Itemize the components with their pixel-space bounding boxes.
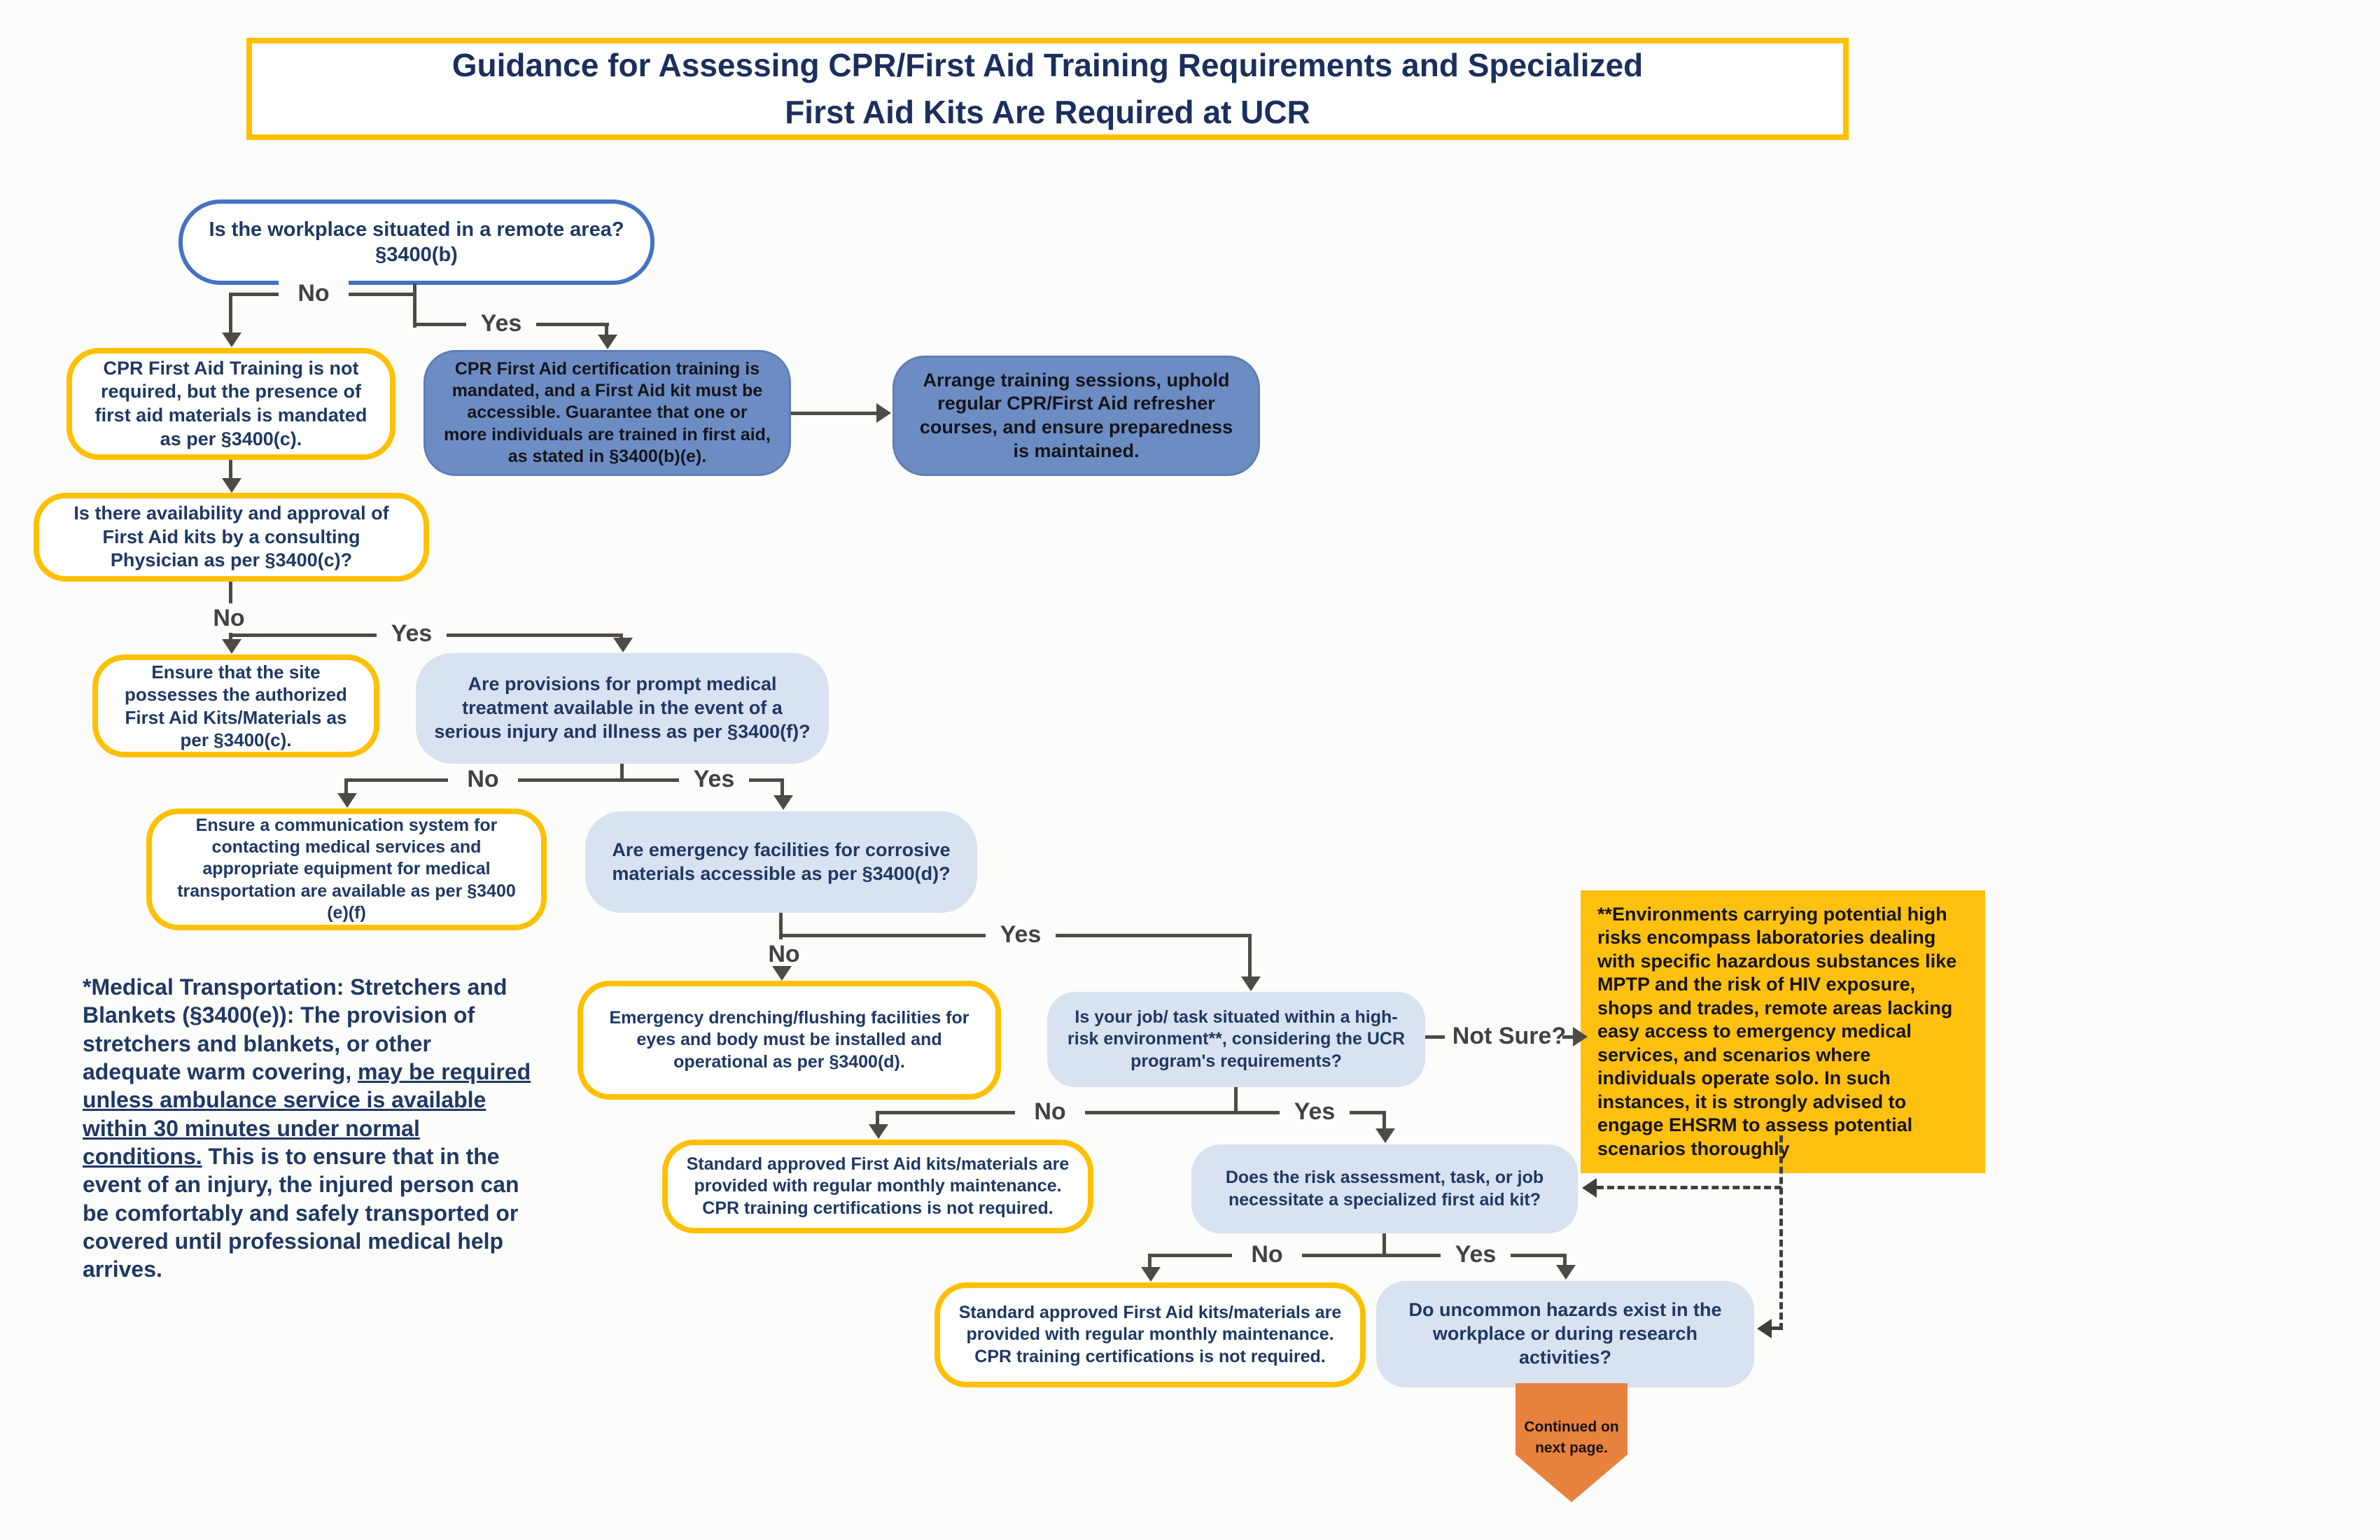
continued-next-page-marker: Continued on next page.	[1516, 1383, 1628, 1502]
connector-dashed-note-h2	[1771, 1326, 1782, 1330]
connector-prompt-yes-v	[780, 778, 784, 796]
connector-prompt-stub	[620, 764, 624, 782]
medical-note-before: *Medical Transportation: Stretchers and …	[83, 974, 507, 1084]
arrowhead-prompt-yes	[774, 795, 793, 810]
arrowhead-specialized-no	[1141, 1267, 1161, 1282]
page-title-line1: Guidance for Assessing CPR/First Aid Tra…	[451, 47, 1644, 84]
medical-transportation-note: *Medical Transportation: Stretchers and …	[83, 973, 534, 1283]
connector-remote-no-v	[229, 293, 232, 332]
edge-label-yes-1: Yes	[466, 309, 536, 338]
node-standard-kits-1: Standard approved First Aid kits/materia…	[662, 1140, 1093, 1233]
edge-label-no-3: No	[448, 764, 518, 794]
connector-specialized-no-v	[1148, 1254, 1152, 1267]
arrowhead-dashed-specialized	[1582, 1178, 1597, 1198]
node-corrosive-facilities: Are emergency facilities for corrosive m…	[585, 811, 977, 913]
connector-remote-stub	[413, 284, 416, 328]
edge-label-yes-5: Yes	[1280, 1097, 1350, 1126]
arrowhead-approval-yes	[613, 638, 633, 652]
connector-highrisk-stub	[1234, 1087, 1238, 1114]
edge-label-yes-3: Yes	[679, 764, 749, 794]
arrowhead-remote-no	[222, 332, 241, 347]
arrowhead-highrisk-no	[869, 1124, 888, 1139]
arrowhead-notsure	[1573, 1027, 1588, 1046]
node-training-mandated: CPR First Aid certification training is …	[424, 350, 791, 476]
node-uncommon-hazards: Do uncommon hazards exist in the workpla…	[1376, 1281, 1754, 1387]
arrowhead-prompt-no	[337, 793, 357, 808]
arrowhead-specialized-yes	[1556, 1265, 1576, 1280]
connector-corrosive-yes-v	[1248, 934, 1252, 976]
page-title: Guidance for Assessing CPR/First Aid Tra…	[246, 38, 1849, 140]
node-arrange-training: Arrange training sessions, uphold regula…	[892, 356, 1260, 476]
node-specialized-kit: Does the risk assessment, task, or job n…	[1191, 1144, 1578, 1233]
arrowhead-approval-no	[222, 639, 241, 654]
node-comm-system: Ensure a communication system for contac…	[146, 808, 547, 930]
connector-notsure-line1	[1425, 1035, 1445, 1039]
edge-label-no-1: No	[279, 279, 349, 308]
arrowhead-remote-yes	[598, 335, 617, 349]
edge-label-yes-4: Yes	[986, 920, 1056, 949]
connector-remote-yes-v	[605, 323, 608, 335]
node-remote-area: Is the workplace situated in a remote ar…	[178, 200, 654, 285]
medical-note-after: This is to ensure that in the event of a…	[83, 1143, 519, 1282]
node-no-training-required: CPR First Aid Training is not required, …	[66, 348, 396, 460]
arrowhead-c-d	[876, 403, 891, 423]
node-standard-kits-2: Standard approved First Aid kits/materia…	[934, 1282, 1366, 1387]
connector-corrosive-stub	[779, 913, 783, 965]
arrowhead-b-e	[222, 478, 241, 493]
connector-approval-yes-v	[620, 634, 623, 639]
arrowhead-highrisk-yes	[1376, 1128, 1395, 1143]
edge-label-not-sure: Not Sure?	[1448, 1019, 1571, 1053]
connector-prompt-no-v	[344, 778, 348, 793]
connector-dashed-note-v	[1779, 1135, 1783, 1330]
connector-c-d	[791, 412, 877, 415]
edge-label-no-4: No	[749, 939, 819, 969]
arrowhead-corrosive-yes	[1241, 976, 1261, 991]
connector-dashed-note-h1	[1597, 1186, 1782, 1189]
edge-label-yes-2: Yes	[377, 619, 447, 648]
edge-label-no-6: No	[1232, 1240, 1302, 1269]
connector-specialized-stub	[1382, 1233, 1386, 1256]
connector-highrisk-yes-v	[1382, 1111, 1386, 1129]
edge-label-no-2: No	[194, 603, 264, 633]
connector-notsure-line2	[1562, 1035, 1574, 1039]
high-risk-environment-note: **Environments carrying potential high r…	[1581, 890, 1985, 1174]
connector-highrisk-no-v	[876, 1111, 879, 1124]
arrowhead-corrosive-no	[772, 966, 792, 981]
node-prompt-medical: Are provisions for prompt medical treatm…	[416, 653, 829, 764]
node-kit-approval: Is there availability and approval of Fi…	[34, 493, 429, 582]
node-site-kits: Ensure that the site possesses the autho…	[92, 654, 379, 757]
arrowhead-dashed-uncommon	[1757, 1319, 1772, 1338]
medical-note-underlined: may be required unless ambulance service…	[83, 1058, 531, 1169]
page-title-line2: First Aid Kits Are Required at UCR	[785, 94, 1310, 130]
node-high-risk-environment: Is your job/ task situated within a high…	[1047, 992, 1425, 1087]
edge-label-no-5: No	[1015, 1097, 1085, 1126]
node-drenching-facilities: Emergency drenching/flushing facilities …	[578, 981, 1001, 1100]
connector-b-e	[229, 460, 232, 479]
edge-label-yes-6: Yes	[1441, 1240, 1511, 1269]
connector-specialized-yes-v	[1563, 1254, 1567, 1266]
